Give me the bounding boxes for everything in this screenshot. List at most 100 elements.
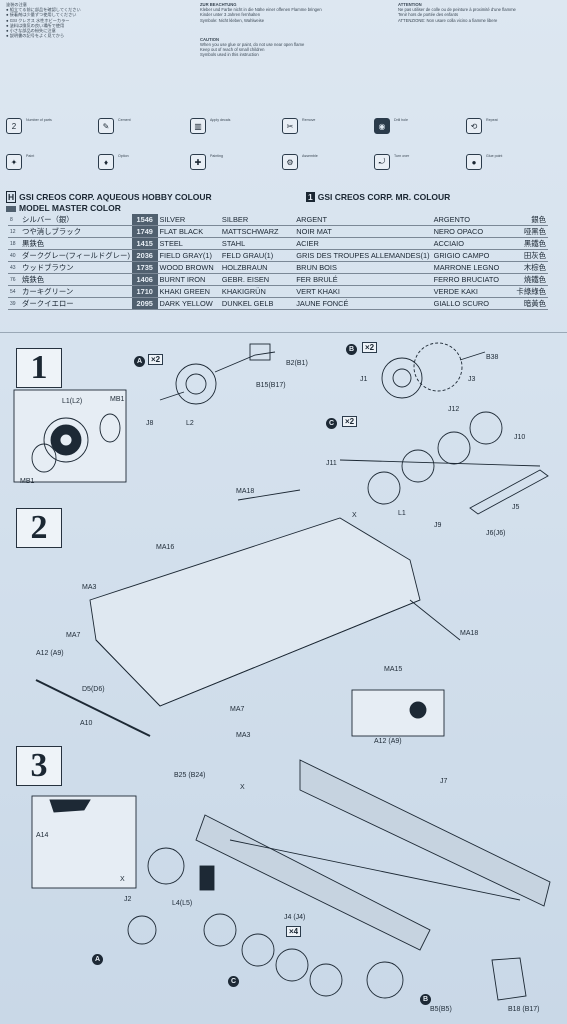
color-code: 1710 [131, 285, 158, 298]
color-de: FELD GRAU(1) [219, 249, 295, 262]
hull-lower-edge [95, 599, 421, 707]
intro-en-line: When you use glue or paint, do not use n… [200, 42, 305, 48]
intro-de-line: Symbole: Nicht kleben, Wahlweise [200, 17, 265, 23]
callout-c-step3: C [228, 976, 239, 987]
intro-fr-line: Ne pas utiliser de colle ou de peinture … [398, 7, 516, 13]
intro-de-line: ZUR BEACHTUNG [200, 2, 237, 7]
road-wheel-3a [127, 915, 157, 945]
legend-item: ⚙Assemble [282, 154, 374, 190]
color-en: FIELD GRAY(1) [157, 249, 220, 262]
step2-detail-box [351, 689, 445, 737]
part-label: J5 [512, 504, 520, 511]
road-wheel-3b [203, 913, 237, 947]
color-en: WOOD BROWN [157, 261, 220, 274]
color-de: SILBER [219, 214, 295, 226]
rubber-ring [31, 443, 57, 473]
road-wheel-3c [241, 933, 275, 967]
step-number-1: 1 [16, 348, 62, 388]
color-fr: GRIS DES TROUPES ALLEMANDES(1) [294, 249, 432, 262]
legend-item: ✚Painting [190, 154, 282, 190]
part-label: MA7 [66, 632, 81, 639]
legend-label: Drill hole [394, 118, 408, 122]
color-en: KHAKI GREEN [157, 285, 220, 298]
legend-item: ●Glue point [466, 154, 558, 190]
remove-icon: ✂ [282, 118, 298, 134]
color-it: GIALLO SCURO [431, 297, 515, 310]
color-jp: 黒鉄色 [19, 237, 132, 250]
color-cn: 銀色 [514, 214, 548, 226]
intro-jp-line: ● 組立てる前に部品を確認してください [6, 7, 81, 13]
part-label: B18 (B17) [508, 1006, 540, 1013]
color-code: 1546 [131, 214, 158, 226]
color-jp: ウッドブラウン [19, 261, 132, 274]
bogie-wheel-4 [367, 471, 401, 505]
legend-item: ✎Cement [98, 118, 190, 154]
legend-label: Glue point [486, 154, 503, 158]
road-wheel-3d [275, 948, 309, 982]
idler-wheel [43, 417, 89, 463]
color-tag: 12 [8, 225, 20, 238]
color-tag: 8 [8, 214, 20, 226]
color-it: NERO OPACO [431, 225, 515, 238]
qty-c: ×2 [342, 416, 358, 427]
aqueous-title: GSI CREOS CORP. AQUEOUS HOBBY COLOUR [19, 192, 212, 202]
intro-en-line: CAUTION [200, 36, 220, 42]
part-label: MA15 [384, 666, 403, 673]
mr-colour-prefix: 1 [306, 192, 315, 202]
color-en: DARK YELLOW [157, 297, 220, 310]
bogie-wheel-2 [437, 431, 471, 465]
legend-item: ▥Apply decals [190, 118, 282, 154]
legend-item: ⟲Repeat [466, 118, 558, 154]
legend-item: ◉Drill hole [374, 118, 466, 154]
part-label: X [120, 876, 125, 883]
color-tag: 39 [8, 297, 20, 310]
color-jp: 焼鉄色 [19, 273, 132, 286]
detail-hole [409, 701, 427, 719]
color-fr: BRUN BOIS [294, 261, 432, 274]
legend-label: Assemble [302, 154, 318, 158]
color-code: 1735 [131, 261, 158, 274]
tow-bar [35, 679, 151, 737]
bogie-rail [339, 459, 541, 467]
color-tag: 40 [8, 249, 20, 262]
color-jp: カーキグリーン [19, 285, 132, 298]
part-label: J2 [124, 896, 132, 903]
color-cn: 暗黃色 [514, 297, 548, 310]
part-label: B25 (B24) [174, 772, 206, 779]
legend-label: Paint [26, 154, 35, 158]
hull-top-part [237, 489, 301, 501]
rear-plate [491, 957, 527, 1001]
color-cn: 燒鐵色 [514, 273, 548, 286]
part-label: D5(D6) [82, 686, 105, 693]
hull-side [229, 839, 521, 901]
intro-fr-line: ATTENTION [398, 2, 422, 7]
paint-icon: ✦ [6, 154, 22, 170]
callout-a: A [134, 356, 145, 367]
legend-label: Repeat [486, 118, 498, 122]
color-en: SILVER [157, 214, 220, 226]
cement-icon: ✎ [98, 118, 114, 134]
idler-center [59, 433, 73, 447]
color-jp: シルバー（銀） [19, 214, 132, 226]
color-cn: 卡綠綠色 [514, 285, 548, 298]
callout-b-step3: B [420, 994, 431, 1005]
color-fr: VERT KHAKI [294, 285, 432, 298]
part-label: L4(L5) [172, 900, 193, 907]
color-fr: NOIR MAT [294, 225, 432, 238]
mr-colour-title: GSI CREOS CORP. MR. COLOUR [317, 192, 451, 202]
rubber-ring-2 [99, 413, 121, 443]
axle-b [459, 351, 486, 361]
legend-label: Painting [210, 154, 223, 158]
part-label: A10 [80, 720, 93, 727]
color-cn: 田灰色 [514, 249, 548, 262]
divider [0, 332, 567, 333]
part-label: J11 [326, 460, 337, 467]
intro-en-line: Symbols used in this instruction [200, 52, 259, 58]
